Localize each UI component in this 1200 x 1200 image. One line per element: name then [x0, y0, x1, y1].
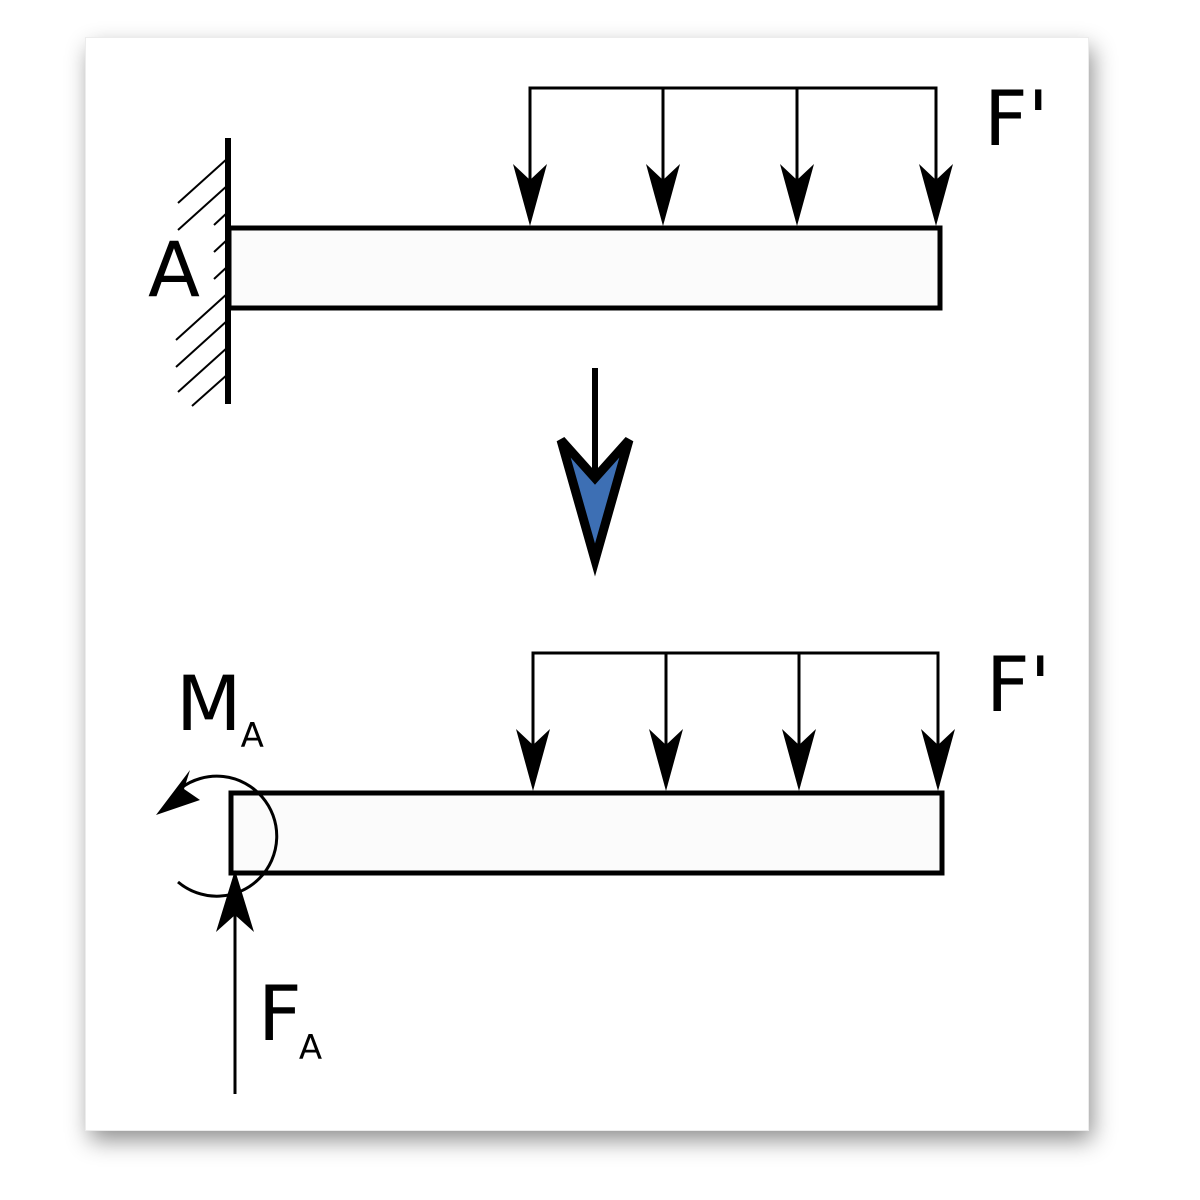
moment-arrowhead	[156, 770, 200, 815]
reaction-label: F A	[258, 969, 322, 1068]
bottom-system: F' M A F A	[156, 640, 1051, 1094]
load-arrowhead	[649, 729, 683, 791]
load-arrowhead	[780, 164, 814, 226]
load-arrowhead	[919, 164, 953, 226]
reaction-label-sub: A	[299, 1028, 322, 1068]
curved-arrow-icon	[177, 774, 279, 898]
load-arrowhead	[921, 729, 955, 791]
down-arrow-icon	[556, 436, 634, 577]
diagram-card	[86, 38, 1088, 1130]
load-arrowhead	[646, 164, 680, 226]
moment-label: M A	[176, 659, 264, 756]
support-label: A	[148, 225, 200, 314]
transition-arrow	[556, 368, 634, 577]
reaction-label-main: F	[258, 969, 302, 1058]
up-arrow-icon	[216, 870, 254, 932]
distributed-load-top	[513, 86, 953, 226]
distributed-load-bottom	[516, 651, 955, 791]
moment-label-sub: A	[241, 716, 264, 756]
load-arrowhead	[516, 729, 550, 791]
load-arrowhead	[782, 729, 816, 791]
load-arrowhead	[513, 164, 547, 226]
moment-label-main: M	[176, 659, 242, 748]
hatched-wall-icon	[175, 157, 229, 407]
beam-top	[226, 225, 943, 311]
moment-arrow	[156, 770, 279, 898]
reaction-force	[216, 870, 254, 1094]
load-label-bottom: F'	[986, 640, 1051, 729]
beam-bottom	[228, 790, 945, 876]
top-system: A F'	[148, 74, 1049, 407]
load-label-top: F'	[984, 74, 1049, 163]
